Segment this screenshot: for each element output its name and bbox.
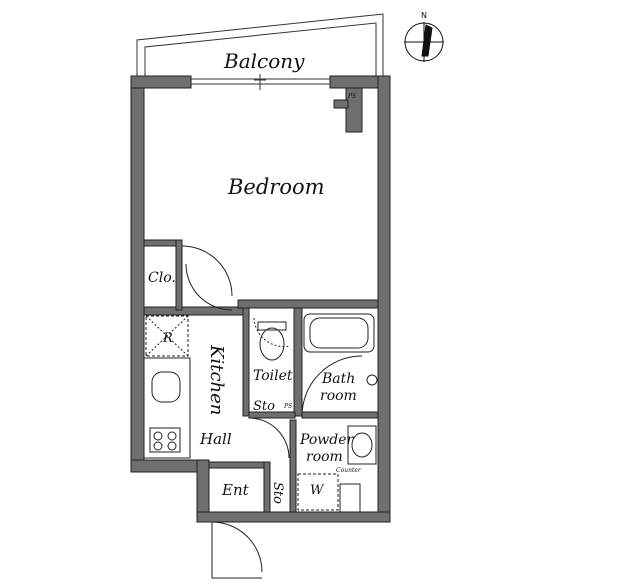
storage-label-2: Sto [270, 482, 285, 504]
balcony-window [191, 74, 330, 90]
entrance-label: Ent [221, 481, 250, 499]
pipe-space-label-2: PS [347, 93, 356, 100]
entrance-door [211, 521, 263, 579]
bath-label-line1: Bath [321, 371, 355, 387]
kitchen-label: Kitchen [206, 344, 227, 415]
counter-label: Counter [336, 467, 362, 474]
washer-label: W [310, 483, 325, 498]
toilet-label: Toilet [253, 368, 293, 384]
storage-label-1: Sto [253, 399, 275, 414]
compass-north-label: N [421, 11, 427, 20]
refrigerator-label: R [162, 331, 173, 346]
hall-label: Hall [199, 430, 232, 448]
interior-walls [143, 239, 379, 513]
balcony-label: Balcony [223, 49, 305, 73]
bath-label-line2: room [320, 388, 357, 404]
balcony-outline [136, 13, 384, 78]
basin-icon [347, 425, 377, 465]
exterior-walls [130, 75, 391, 523]
pipe-space-label-1: PS [283, 403, 292, 410]
refrigerator-box [145, 315, 189, 357]
stove-icon [149, 427, 181, 453]
bedroom-label: Bedroom [227, 175, 325, 199]
kitchen-counter [143, 357, 191, 459]
washer-box [297, 473, 339, 511]
sink-icon [151, 371, 181, 403]
compass: N [404, 11, 444, 62]
closet-label: Clo. [148, 270, 176, 286]
bathtub-icon [303, 313, 375, 353]
powder-label-line1: Powder [299, 432, 355, 448]
powder-label-line2: room [306, 449, 343, 465]
toilet-icon [253, 317, 291, 361]
fixtures [143, 245, 378, 579]
